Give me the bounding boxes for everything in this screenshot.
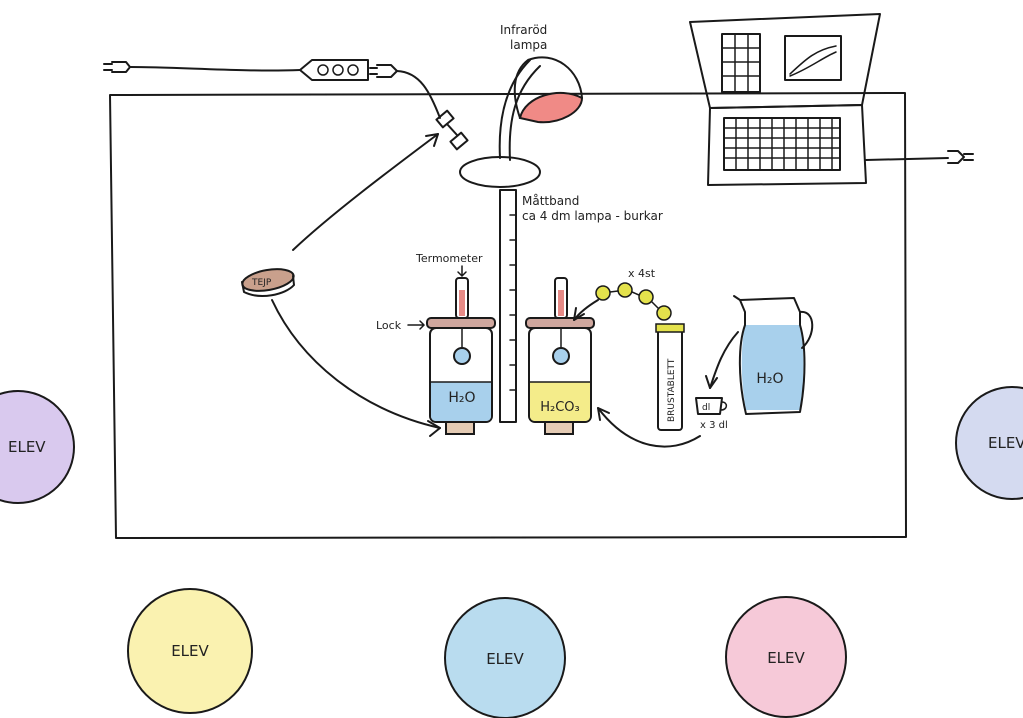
tablet-icon: [656, 305, 672, 321]
cable-connector-icon: [449, 131, 469, 151]
infrared-lamp: Infraröd lampa: [459, 23, 584, 188]
student-bottom-3-label: ELEV: [767, 649, 805, 667]
student-left-label: ELEV: [8, 438, 46, 456]
spreadsheet-icon: [721, 33, 761, 93]
lamp-label-line1: Infraröd: [500, 23, 547, 37]
jar-right-label: H₂CO₃: [540, 400, 580, 415]
tablet-icon: [638, 289, 654, 305]
student-left: ELEV: [0, 390, 75, 504]
lid-label: Lock: [376, 319, 402, 332]
measuring-cup: dl x 3 dl: [695, 397, 728, 431]
power-strip-assembly: [103, 59, 469, 151]
tape-roll-label: TEJP: [251, 278, 272, 288]
jar-right-liquid: [530, 382, 590, 421]
tablet-icon: [617, 282, 633, 298]
thermometer-bulb-left: [453, 347, 471, 365]
jar-left-label: H₂O: [448, 390, 475, 406]
jar-water: H₂O Termometer Lock: [376, 252, 496, 435]
student-right-label: ELEV: [988, 434, 1023, 452]
jar-carbonic-acid: H₂CO₃: [525, 277, 595, 435]
thermometer-bulb-right: [552, 347, 570, 365]
lamp-base: [459, 156, 541, 188]
pitcher-body: [738, 297, 806, 415]
student-right: ELEV: [955, 386, 1023, 500]
tape-measure-label-line2: ca 4 dm lampa - burkar: [522, 209, 663, 223]
tape-measure-label-line1: Måttband: [522, 194, 579, 208]
pitcher-handle: [799, 310, 814, 349]
lamp-label-line2: lampa: [510, 38, 547, 52]
laptop: [689, 13, 974, 186]
tape-measure-body: [499, 189, 517, 423]
plug-right-icon: [947, 150, 974, 164]
jar-left-base: [445, 421, 475, 435]
pitcher-label: H₂O: [756, 371, 783, 387]
cup-count-label: x 3 dl: [700, 420, 728, 431]
table-outline: [109, 92, 907, 539]
jar-right-base: [544, 421, 574, 435]
student-bottom-3: ELEV: [725, 596, 847, 718]
lamp-cable: [396, 70, 441, 119]
tape-measure: Måttband ca 4 dm lampa - burkar: [499, 189, 663, 423]
graph-icon: [784, 35, 842, 81]
jar-left-lid: [426, 317, 496, 329]
water-pitcher: H₂O: [705, 295, 814, 415]
tape-to-cable-arrow: [292, 133, 439, 251]
student-bottom-2-label: ELEV: [486, 650, 524, 668]
student-bottom-2: ELEV: [444, 597, 566, 718]
jar-right-lid: [525, 317, 595, 329]
tablet-tube-label: BRUSTABLETT: [667, 358, 677, 422]
tape-to-jar-arrow: [271, 299, 441, 429]
tube-to-jar-arrow: [597, 407, 701, 448]
laptop-base: [707, 104, 867, 186]
tablet-icon: [595, 285, 611, 301]
effervescent-tablets: x 4st BRUSTABLETT: [573, 267, 701, 448]
pitcher-water: [741, 325, 804, 410]
tablets-count-label: x 4st: [628, 267, 656, 280]
lamp-shade: [518, 91, 584, 124]
cable-switch-icon: [435, 109, 455, 129]
pitcher-to-cup-arrow: [709, 331, 739, 389]
keyboard-icon: [723, 117, 841, 171]
thermometer-label: Termometer: [415, 252, 483, 265]
student-bottom-1-label: ELEV: [171, 642, 209, 660]
power-strip-icon: [299, 59, 369, 81]
cable-left: [129, 66, 301, 72]
laptop-cable: [865, 157, 949, 161]
cup-label: dl: [702, 403, 710, 413]
jar-left-water: [431, 382, 491, 421]
cup-icon: [695, 397, 723, 415]
student-bottom-1: ELEV: [127, 588, 253, 714]
lamp-arm: [498, 59, 531, 159]
plug-left-icon: [103, 61, 131, 73]
tape-roll: TEJP: [241, 133, 441, 437]
plug-mid-icon: [369, 64, 398, 78]
